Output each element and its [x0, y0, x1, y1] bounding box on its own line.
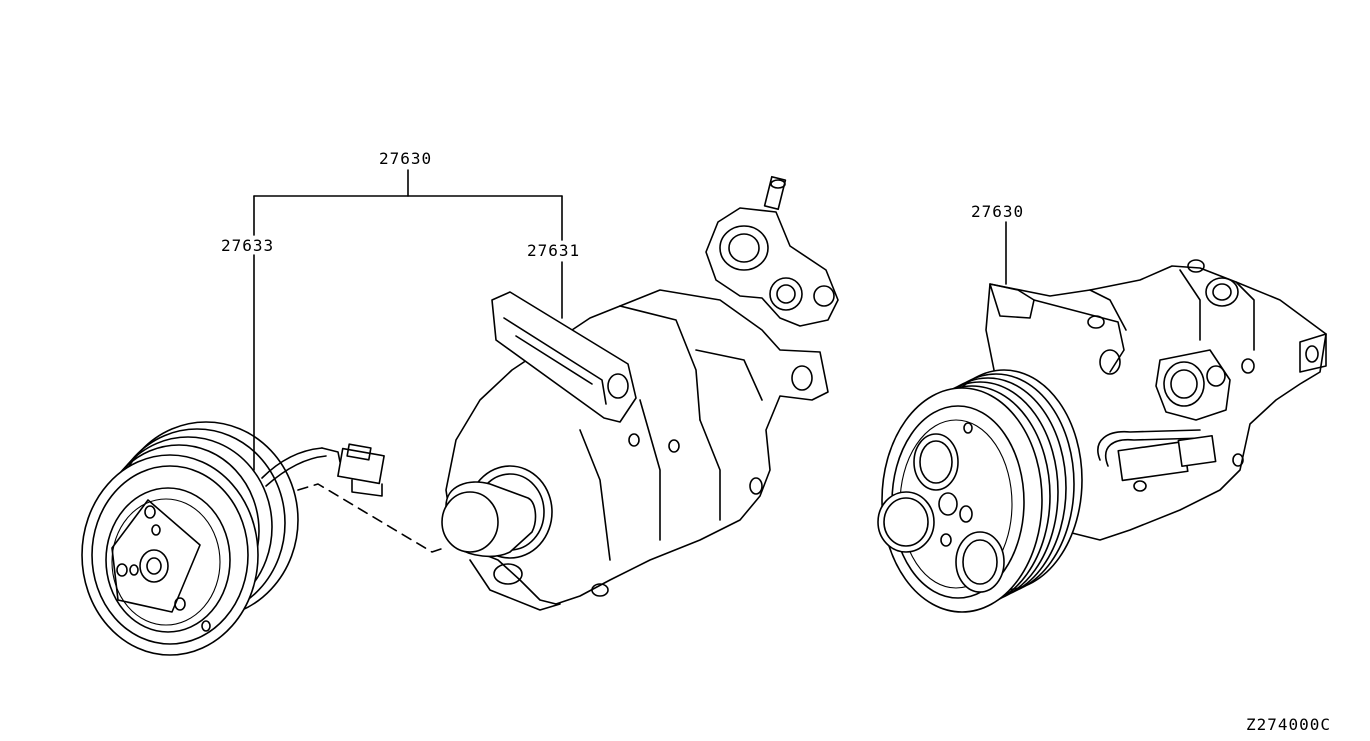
figure-code: Z274000C — [1246, 715, 1332, 734]
compressor-assembly-drawing — [877, 259, 1327, 613]
part-number-27633: 27633 — [221, 236, 275, 255]
magnetic-clutch-drawing — [81, 421, 385, 656]
part-number-27630-right: 27630 — [971, 202, 1025, 221]
part-number-27630: 27630 — [379, 149, 433, 168]
compressor-drawing — [441, 175, 839, 611]
callout-leaders — [253, 169, 1007, 553]
part-number-27631: 27631 — [527, 241, 581, 260]
